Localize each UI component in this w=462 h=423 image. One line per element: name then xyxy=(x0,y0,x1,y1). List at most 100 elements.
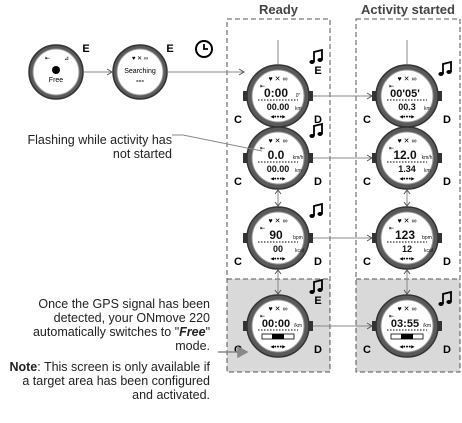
button-label-c: C xyxy=(363,114,371,126)
secondary-value: 00.3 xyxy=(398,102,416,112)
watch-face xyxy=(251,211,305,265)
zone-bar-fill xyxy=(272,334,284,339)
secondary-value: 00.00 xyxy=(267,102,290,112)
side-button-right[interactable] xyxy=(437,153,442,163)
arrow-searching-to-ready-head xyxy=(238,68,245,76)
secondary-unit: km xyxy=(424,168,431,174)
primary-unit: km/h xyxy=(422,155,433,161)
button-label-d: D xyxy=(314,176,322,188)
button-label-c: C xyxy=(234,114,242,126)
button-label-c: C xyxy=(363,256,371,268)
side-button-left[interactable] xyxy=(243,153,248,163)
menu-icon: ⇤ xyxy=(260,226,265,232)
status-icons: ♥ ✕ ∞ xyxy=(398,138,417,145)
secondary-unit: km xyxy=(424,106,431,112)
watch-face xyxy=(251,69,305,123)
side-button-right[interactable] xyxy=(437,233,442,243)
primary-unit: km/h xyxy=(293,155,304,161)
page-dots: ◀●●●▶ xyxy=(270,256,286,261)
gps-caption: Once the GPS signal has been detected, y… xyxy=(2,297,210,353)
button-label-e: E xyxy=(82,43,89,55)
status-icons: ♥ ✕ ∞ xyxy=(269,218,288,225)
side-button-right[interactable] xyxy=(308,91,313,101)
page-dots: ◀●●●▶ xyxy=(270,114,286,119)
status-icons: ♥ ✕ ∞ xyxy=(269,306,288,313)
button-label-d: D xyxy=(314,256,322,268)
music-note-icon xyxy=(309,122,323,138)
side-button-left[interactable] xyxy=(243,91,248,101)
button-label-c: C xyxy=(234,176,242,188)
side-button-right[interactable] xyxy=(308,233,313,243)
ready-column-box xyxy=(226,18,331,373)
ready-watch-3: ♥ ✕ ∞⇤00:00/km◀●●●▶CDE xyxy=(234,278,323,358)
gps-text-1: Once the GPS signal has been detected, y… xyxy=(32,297,210,339)
arrow-free-to-searching-head xyxy=(106,68,113,76)
free-label: Free xyxy=(49,77,64,84)
music-note-icon xyxy=(309,202,323,218)
note-label: Note xyxy=(9,360,38,374)
page-dots: ◀●●●▶ xyxy=(399,114,415,119)
searching-dashes: --- xyxy=(136,76,144,85)
side-button-left[interactable] xyxy=(243,233,248,243)
side-button-left[interactable] xyxy=(372,91,377,101)
side-button-right[interactable] xyxy=(437,91,442,101)
play-icon xyxy=(52,66,60,74)
menu-icon: ⇤ xyxy=(389,146,394,152)
status-icons: ♥ ✕ ∞ xyxy=(269,138,288,145)
flashing-caption: Flashing while activity has not started xyxy=(20,133,172,161)
menu-icon: ⇤ xyxy=(389,226,394,232)
secondary-unit: km xyxy=(295,168,302,174)
watch-face xyxy=(380,211,434,265)
status-icons: ♥ ✕ ∞ xyxy=(398,306,417,313)
watch-face xyxy=(116,48,164,96)
page-dots: ◀●●●▶ xyxy=(270,344,286,349)
menu-icon: ⇤ xyxy=(260,84,265,90)
button-label-d: D xyxy=(443,256,451,268)
button-label-e: E xyxy=(314,295,321,307)
side-button-right[interactable] xyxy=(308,321,313,331)
searching-watch: E♥ ✕ ∞Searching--- xyxy=(112,43,174,100)
side-button-left[interactable] xyxy=(372,153,377,163)
button-label-d: D xyxy=(443,176,451,188)
primary-value: 03:55 xyxy=(391,318,419,330)
activity-started-header: Activity started xyxy=(361,2,455,17)
gps-pointer-arrow xyxy=(218,345,249,359)
secondary-value: 00 xyxy=(273,244,283,254)
page-dots: ◀●●●▶ xyxy=(399,176,415,181)
secondary-value: 12 xyxy=(402,244,412,254)
menu-icon: ⇤ xyxy=(45,56,50,62)
side-button-right[interactable] xyxy=(308,153,313,163)
started-link-1-up xyxy=(403,189,411,195)
flashing-pointer xyxy=(172,134,263,152)
watch-face xyxy=(380,69,434,123)
primary-unit: /km xyxy=(423,323,431,329)
button-label-d: D xyxy=(443,344,451,356)
side-button-left[interactable] xyxy=(372,233,377,243)
button-label-c: C xyxy=(363,344,371,356)
ready-link-2-down xyxy=(274,289,282,295)
side-button-right[interactable] xyxy=(437,321,442,331)
primary-value: 0:00 xyxy=(264,86,288,100)
button-label-c: C xyxy=(234,256,242,268)
button-label-d: D xyxy=(314,114,322,126)
secondary-unit: km xyxy=(295,106,302,112)
started-link-2-down xyxy=(403,289,411,295)
side-button-left[interactable] xyxy=(372,321,377,331)
secondary-unit: kcal xyxy=(295,248,304,254)
page-dots: ◀●●●▶ xyxy=(399,256,415,261)
menu-icon: ⇤ xyxy=(389,84,394,90)
clock-icon xyxy=(195,40,213,58)
primary-unit: bpm xyxy=(293,235,303,241)
side-button-left[interactable] xyxy=(243,321,248,331)
started-link-1-down xyxy=(403,201,411,207)
watch-face xyxy=(380,131,434,185)
status-icons: ♥ ✕ ∞ xyxy=(269,76,288,83)
secondary-value: 1.34 xyxy=(398,164,416,174)
